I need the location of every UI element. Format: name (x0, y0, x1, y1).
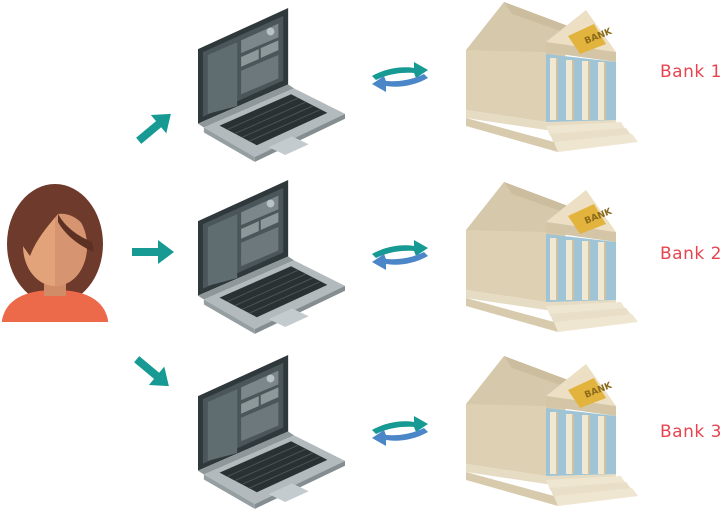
laptop-icon (197, 7, 346, 163)
laptop-icon (197, 179, 346, 335)
arrow-icon (130, 104, 179, 151)
bank-building-icon: BANK (466, 2, 638, 152)
person-icon (2, 184, 108, 322)
arrow-icon (132, 240, 174, 264)
bank-label-3: Bank 3 (660, 422, 720, 442)
exchange-arrows-icon (372, 240, 428, 270)
bank-label-1: Bank 1 (660, 62, 720, 82)
laptop-icon (197, 354, 346, 510)
exchange-arrows-icon (372, 416, 428, 446)
exchange-arrows-icon (372, 62, 428, 92)
bank-label-2: Bank 2 (660, 244, 720, 264)
bank-building-icon: BANK (466, 356, 638, 506)
bank-building-icon: BANK (466, 182, 638, 332)
arrow-icon (128, 349, 177, 396)
